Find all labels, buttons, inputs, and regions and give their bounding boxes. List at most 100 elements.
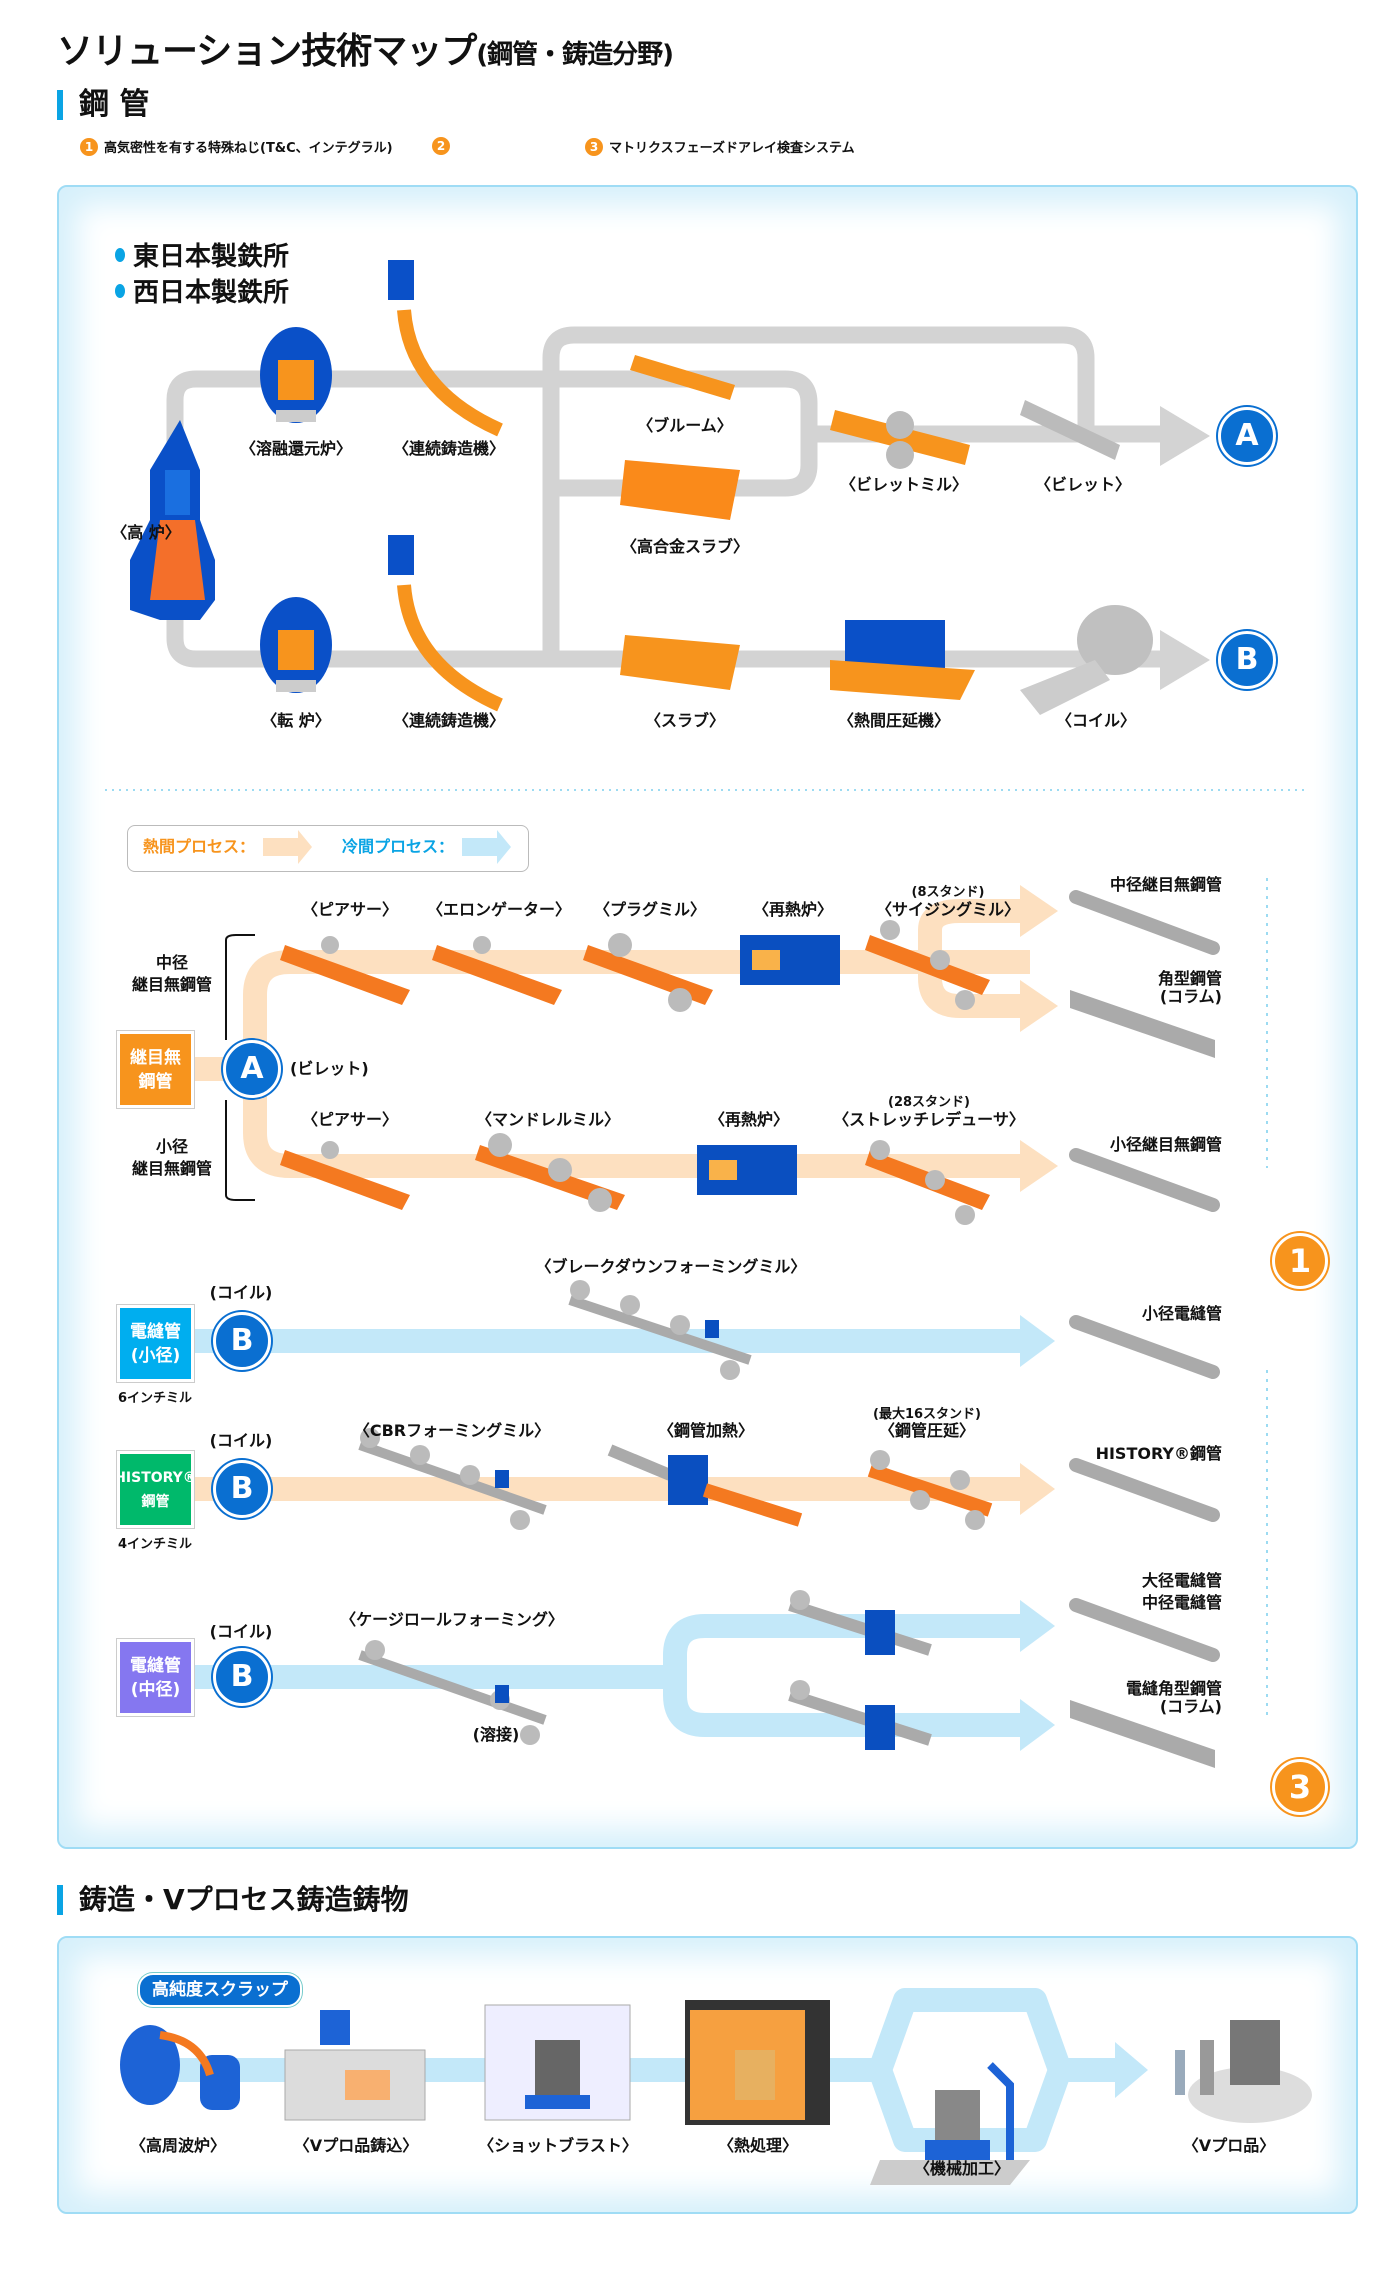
label-shot-blast: 〈ショットブラスト〉 [478,2136,638,2155]
label-sizing-mill: 〈サイジングミル〉 [875,900,1021,919]
legend-cold-process: 冷間プロセス： [342,837,455,856]
breakdown-forming-mill-illustration [568,1280,752,1380]
route-bloom-loop [166,370,818,560]
output-small-seamless: 小径継目無鋼管 [1109,1135,1222,1154]
arrow-to-b [1160,630,1210,690]
history-box: HISTORY® 鋼管 [114,1450,197,1529]
label-coil: 〈コイル〉 [1055,711,1137,730]
large-erw-pipe-illustration [1069,1598,1220,1662]
callout-high-purity-scrap: 高純度スクラップ [138,1973,302,2007]
label-piercer-2: 〈ピアサー〉 [301,1110,399,1129]
plant-west: 西日本製鉄所 [115,272,289,309]
node-b-row3: B [213,1648,271,1706]
label-stand-note: (最大16スタンド) [873,1407,981,1422]
bloom-illustration [630,355,735,400]
output-medium-seamless: 中径継目無鋼管 [1109,875,1222,894]
v-process-product-illustration [1175,2020,1312,2123]
label-stretch-reducer: 〈ストレッチレデューサ〉 [833,1110,1025,1129]
label-mandrel-mill: 〈マンドレルミル〉 [475,1110,621,1129]
node-a-seamless: A [223,1040,281,1098]
reheating-furnace-1-illustration [740,935,840,985]
label-caster-2: 〈連続鋳造機〉 [392,711,506,730]
label-medium-seamless: 中径 継目無鋼管 [131,953,213,994]
arrow-medium-seamless [1020,885,1058,937]
smelting-furnace-illustration [260,327,332,423]
label-coil-row1: (コイル) [209,1283,273,1302]
high-alloy-slab-illustration [620,460,740,520]
label-slab: 〈スラブ〉 [644,711,726,730]
label-high-alloy-slab: 〈高合金スラブ〉 [620,537,750,556]
node-b: B [1218,631,1276,689]
cbr-forming-mill-illustration [358,1428,547,1530]
mandrel-mill-illustration [475,1133,625,1212]
label-pipe-heating: 〈鋼管加熱〉 [657,1421,755,1440]
label-coil-row2: (コイル) [209,1431,273,1450]
heat-treatment-illustration [685,2000,830,2125]
label-hot-strip-mill: 〈熱間圧延機〉 [837,711,951,730]
arrow-small-seamless [1020,1140,1058,1192]
billet-mill-illustration [830,410,970,469]
output-history: HISTORY®鋼管 [1095,1444,1222,1463]
label-cbr-forming: 〈CBRフォーミングミル〉 [353,1421,551,1440]
arrow-erw-large [1020,1600,1055,1652]
section-heading-pipe: 鋼 管 [57,90,149,120]
process-legend [127,825,529,872]
label-cage-roll-forming: 〈ケージロールフォーミング〉 [340,1610,564,1629]
machining-illustration [870,2062,1030,2185]
pipe-heating-illustration [607,1444,803,1527]
label-breakdown-forming: 〈ブレークダウンフォーミングミル〉 [535,1257,807,1276]
plug-mill-illustration [583,933,713,1012]
badge-1: 1 [1272,1233,1328,1289]
hot-process-arrow-icon [263,830,312,864]
legend-hot-process: 熱間プロセス： [143,837,256,856]
piercer-1-illustration [280,936,410,1005]
page-title: ソリューション技術マップ(鋼管・鋳造分野) [57,31,674,72]
shot-blast-illustration [484,2004,631,2121]
label-smelting-reduction: 〈溶融還元炉〉 [239,439,353,458]
route-top-loop [542,326,1095,659]
billet-illustration [1020,400,1120,460]
label-reheating-1: 〈再熱炉〉 [752,900,834,919]
label-piercer-1: 〈ピアサー〉 [301,900,399,919]
converter-illustration [260,597,332,693]
label-billet-input: (ビレット) [290,1059,369,1078]
bullet-icon [115,283,125,298]
slab-illustration [620,635,740,690]
label-elongator: 〈エロンゲーター〉 [426,900,572,919]
badge-3: 3 [1272,1759,1328,1815]
bullet-icon [115,247,125,262]
label-welding: (溶接) [472,1725,520,1744]
plant-east: 東日本製鉄所 [115,236,289,273]
piercer-2-illustration [280,1141,410,1210]
induction-furnace-illustration [120,2025,240,2110]
history-pipe-illustration [1069,1458,1220,1522]
split-bracket [225,934,255,1201]
label-pipe-rolling: 〈鋼管圧延〉 [878,1421,976,1440]
label-bloom: 〈ブルーム〉 [637,416,733,435]
legend-item-2: 2 [432,137,456,155]
label-billet-mill: 〈ビレットミル〉 [839,475,969,494]
label-converter: 〈転 炉〉 [261,711,331,730]
label-small-seamless: 小径 継目無鋼管 [131,1137,213,1178]
arrow-to-a [1160,406,1210,466]
hot-strip-mill-illustration [830,620,975,700]
node-b-row2: B [213,1460,271,1518]
medium-seamless-pipe-illustration [1069,890,1220,955]
section-heading-casting: 鋳造・Vプロセス鋳造鋳物 [57,1885,409,1915]
label-heat-treatment: 〈熱処理〉 [717,2136,799,2155]
arrow-erw-square [1020,1699,1055,1751]
cage-roll-forming-illustration [358,1640,547,1745]
label-sizing-note: (8スタンド) [911,885,985,900]
arrow-history [1020,1463,1055,1515]
square-pipe-sizing-illustration [788,1680,932,1750]
erw-small-box: 電縫管 (小径) [116,1304,195,1383]
output-erw-square: 電縫角型鋼管 (コラム) [1125,1679,1222,1716]
pipe-rolling-illustration [867,1450,993,1530]
erw-medium-box: 電縫管 (中径) [116,1638,195,1717]
label-v-process-pouring: 〈Vプロ品鋳込〉 [293,2136,419,2155]
stretch-reducer-illustration [865,1140,990,1225]
arrow-casting [1115,2042,1148,2098]
label-reheating-2: 〈再熱炉〉 [708,1110,790,1129]
